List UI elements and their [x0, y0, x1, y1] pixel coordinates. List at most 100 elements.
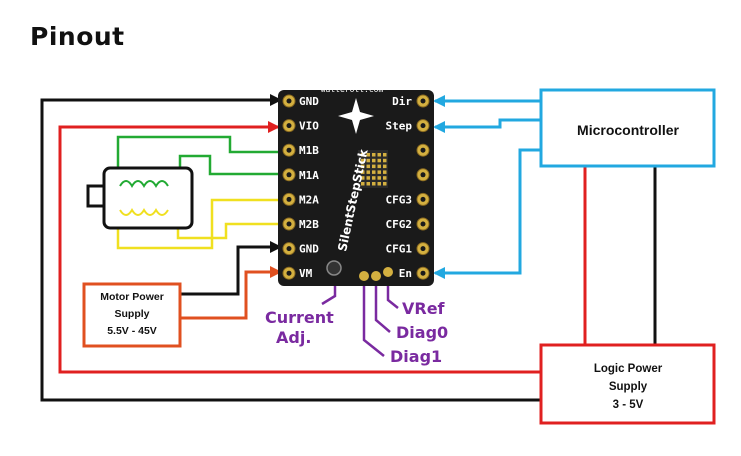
thermal-via	[361, 170, 365, 174]
thermal-via	[372, 158, 376, 163]
label-diag1: Diag1	[390, 347, 442, 366]
thermal-via	[377, 170, 381, 174]
thermal-via	[361, 182, 365, 186]
pin-hole	[286, 270, 292, 276]
thermal-via	[377, 158, 381, 163]
motor-power-supply-box: Motor Power Supply 5.5V - 45V	[82, 282, 182, 348]
arrow-step	[433, 121, 445, 133]
pin-hole	[286, 123, 292, 129]
svg-text:3 - 5V: 3 - 5V	[613, 399, 644, 411]
pin-hole	[286, 196, 292, 202]
svg-text:Microcontroller: Microcontroller	[577, 122, 679, 138]
microcontroller-box: Microcontroller	[539, 88, 716, 168]
pin-hole	[286, 221, 292, 227]
right-pin-label: CFG3	[386, 193, 413, 206]
thermal-via	[377, 164, 381, 169]
thermal-via	[366, 182, 370, 186]
thermal-via	[377, 153, 381, 157]
page-title: Pinout	[30, 22, 125, 51]
thermal-via	[372, 176, 376, 180]
right-pin-label: CFG1	[386, 243, 413, 256]
thermal-via	[372, 182, 376, 186]
label-vref: VRef	[402, 299, 446, 318]
thermal-via	[372, 153, 376, 157]
svg-text:Supply: Supply	[609, 381, 648, 393]
thermal-via	[383, 176, 387, 180]
pad-diag1	[359, 271, 369, 281]
pad-diag0	[371, 271, 381, 281]
pin-hole	[286, 172, 292, 178]
left-pin-label: M1A	[299, 169, 319, 182]
board-brand: watterott.com	[321, 85, 384, 94]
wire-m2a	[116, 198, 280, 250]
thermal-via	[383, 153, 387, 157]
wire-step	[435, 118, 540, 129]
right-pin-label: CFG2	[386, 218, 413, 231]
left-pin-label: GND	[299, 243, 319, 256]
thermal-via	[377, 182, 381, 186]
wire-m1b	[116, 135, 280, 186]
arrow-gnd-top	[270, 94, 282, 106]
star-logo-icon	[338, 98, 374, 134]
potentiometer-icon	[326, 260, 342, 276]
pin-hole	[420, 98, 426, 104]
pin-hole	[420, 221, 426, 227]
thermal-via	[361, 164, 365, 169]
arrow-vm	[270, 266, 282, 278]
thermal-via	[361, 158, 365, 163]
pin-hole	[286, 246, 292, 252]
svg-text:Logic Power: Logic Power	[594, 363, 663, 375]
arrow-vio	[268, 121, 280, 133]
pin-hole	[420, 270, 426, 276]
pin-hole	[420, 172, 426, 178]
thermal-via	[377, 176, 381, 180]
leader-vref	[386, 280, 399, 309]
arrow-en	[433, 267, 445, 279]
pad-vref	[383, 267, 393, 277]
left-pin-label: VM	[299, 267, 313, 280]
thermal-via	[361, 176, 365, 180]
left-pin-label: M2B	[299, 218, 319, 231]
thermal-via	[366, 176, 370, 180]
leader-diag0	[374, 282, 391, 333]
pin-hole	[286, 98, 292, 104]
thermal-via	[383, 164, 387, 169]
thermal-via	[366, 170, 370, 174]
stepper-motor-icon	[86, 166, 194, 230]
wire-vio-logic	[58, 125, 543, 374]
thermal-via	[383, 170, 387, 174]
label-current-adj-line2: Adj.	[276, 328, 311, 347]
right-pin-label: Dir	[392, 95, 412, 108]
left-pin-label: M2A	[299, 193, 319, 206]
thermal-via	[372, 164, 376, 169]
arrow-gnd-motor	[270, 241, 282, 253]
thermal-via	[372, 170, 376, 174]
svg-text:Supply: Supply	[114, 308, 149, 320]
pin-hole	[286, 147, 292, 153]
svg-text:5.5V - 45V: 5.5V - 45V	[107, 325, 157, 337]
wire-vm-motor	[180, 270, 278, 320]
thermal-via	[361, 153, 365, 157]
thermal-via	[366, 164, 370, 169]
logic-power-supply-box: Logic Power Supply 3 - 5V	[539, 343, 716, 425]
thermal-via	[383, 182, 387, 186]
pin-hole	[420, 147, 426, 153]
left-pin-label: VIO	[299, 120, 319, 133]
label-diag0: Diag0	[396, 323, 448, 342]
thermal-via	[383, 158, 387, 163]
arrow-dir	[433, 95, 445, 107]
left-pin-label: M1B	[299, 144, 319, 157]
svg-text:Motor Power: Motor Power	[100, 291, 164, 303]
right-pin-label: En	[399, 267, 412, 280]
wire-en	[435, 148, 540, 275]
thermal-via	[366, 158, 370, 163]
wire-gnd-logic	[40, 98, 543, 402]
leader-diag1	[362, 282, 385, 357]
pin-hole	[420, 123, 426, 129]
pin-hole	[420, 246, 426, 252]
thermal-via	[366, 153, 370, 157]
